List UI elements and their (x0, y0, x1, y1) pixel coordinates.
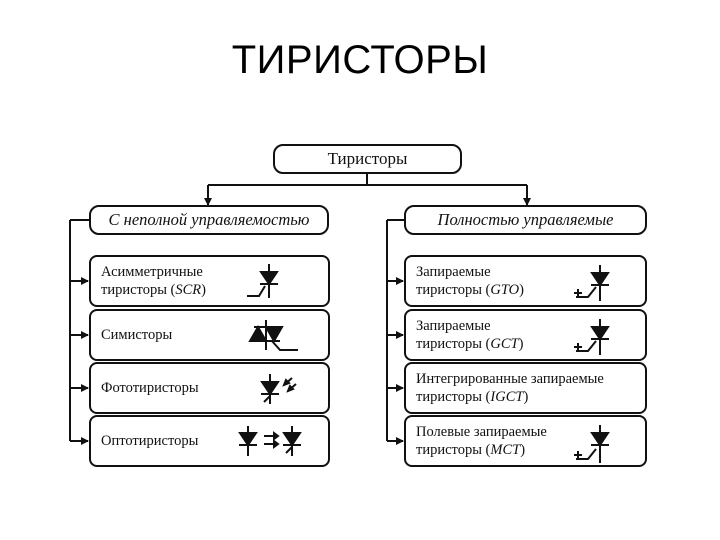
label-abbr: GCT (490, 336, 519, 352)
root-node: Тиристоры (273, 144, 462, 174)
root-label: Тиристоры (327, 149, 408, 168)
label-abbr: IGCT (490, 389, 524, 405)
node-scr: Асимметричные тиристоры (SCR) (89, 255, 330, 307)
node-label: Запираемые тиристоры (GTO) (416, 263, 524, 299)
node-triac: Симисторы (89, 309, 330, 361)
node-label: Оптотиристоры (101, 432, 198, 450)
label-line1: Запираемые (416, 318, 491, 334)
scr-thyristor-icon (247, 264, 279, 298)
label-line2: тиристоры ( (416, 442, 491, 458)
label-line1: Полевые запираемые (416, 424, 547, 440)
category-label: С неполной управляемостью (108, 210, 310, 229)
label-line1: Симисторы (101, 327, 173, 343)
node-label: Полевые запираемые тиристоры (MCT) (416, 423, 547, 459)
node-label: Запираемые тиристоры (GCT) (416, 317, 523, 353)
node-label: Интегрированные запираемые тиристоры (IGC… (416, 370, 604, 406)
label-abbr: SCR (175, 282, 202, 298)
node-gto: Запираемые тиристоры (GTO) (404, 255, 647, 307)
label-line1: Интегрированные запираемые (416, 371, 604, 387)
label-line2-end: ) (523, 389, 529, 405)
gct-thyristor-icon (574, 319, 610, 355)
slide-title: ТИРИСТОРЫ (231, 38, 489, 82)
mct-thyristor-icon (574, 425, 610, 463)
node-gct: Запираемые тиристоры (GCT) (404, 309, 647, 361)
label-line2: тиристоры ( (416, 336, 491, 352)
label-line2-end: ) (201, 282, 207, 298)
photothyristor-icon (260, 374, 297, 404)
label-line1: Асимметричные (101, 264, 203, 280)
label-line2-end: ) (520, 442, 526, 458)
label-line2-end: ) (519, 282, 524, 298)
category-label: Полностью управляемые (437, 210, 614, 229)
label-line2: тиристоры ( (416, 282, 491, 298)
label-abbr: GTO (490, 282, 520, 298)
node-mct: Полевые запираемые тиристоры (MCT) (404, 415, 647, 467)
label-abbr: MCT (490, 442, 521, 458)
node-label: Фототиристоры (101, 379, 199, 397)
label-line1: Фототиристоры (101, 380, 199, 396)
node-label: Симисторы (101, 326, 172, 344)
node-label: Асимметричные тиристоры (SCR) (101, 263, 206, 299)
category-partial-control: С неполной управляемостью (89, 205, 329, 235)
optothyristor-icon (238, 426, 302, 456)
node-igct: Интегрированные запираемые тиристоры (IGC… (404, 362, 647, 414)
category-full-control: Полностью управляемые (404, 205, 647, 235)
label-line1: Запираемые (416, 264, 491, 280)
label-line2: тиристоры ( (416, 389, 491, 405)
label-line2: тиристоры ( (101, 282, 176, 298)
label-line1: Оптотиристоры (101, 433, 199, 449)
gto-thyristor-icon (574, 265, 610, 301)
triac-icon (248, 320, 298, 351)
label-line2-end: ) (518, 336, 524, 352)
